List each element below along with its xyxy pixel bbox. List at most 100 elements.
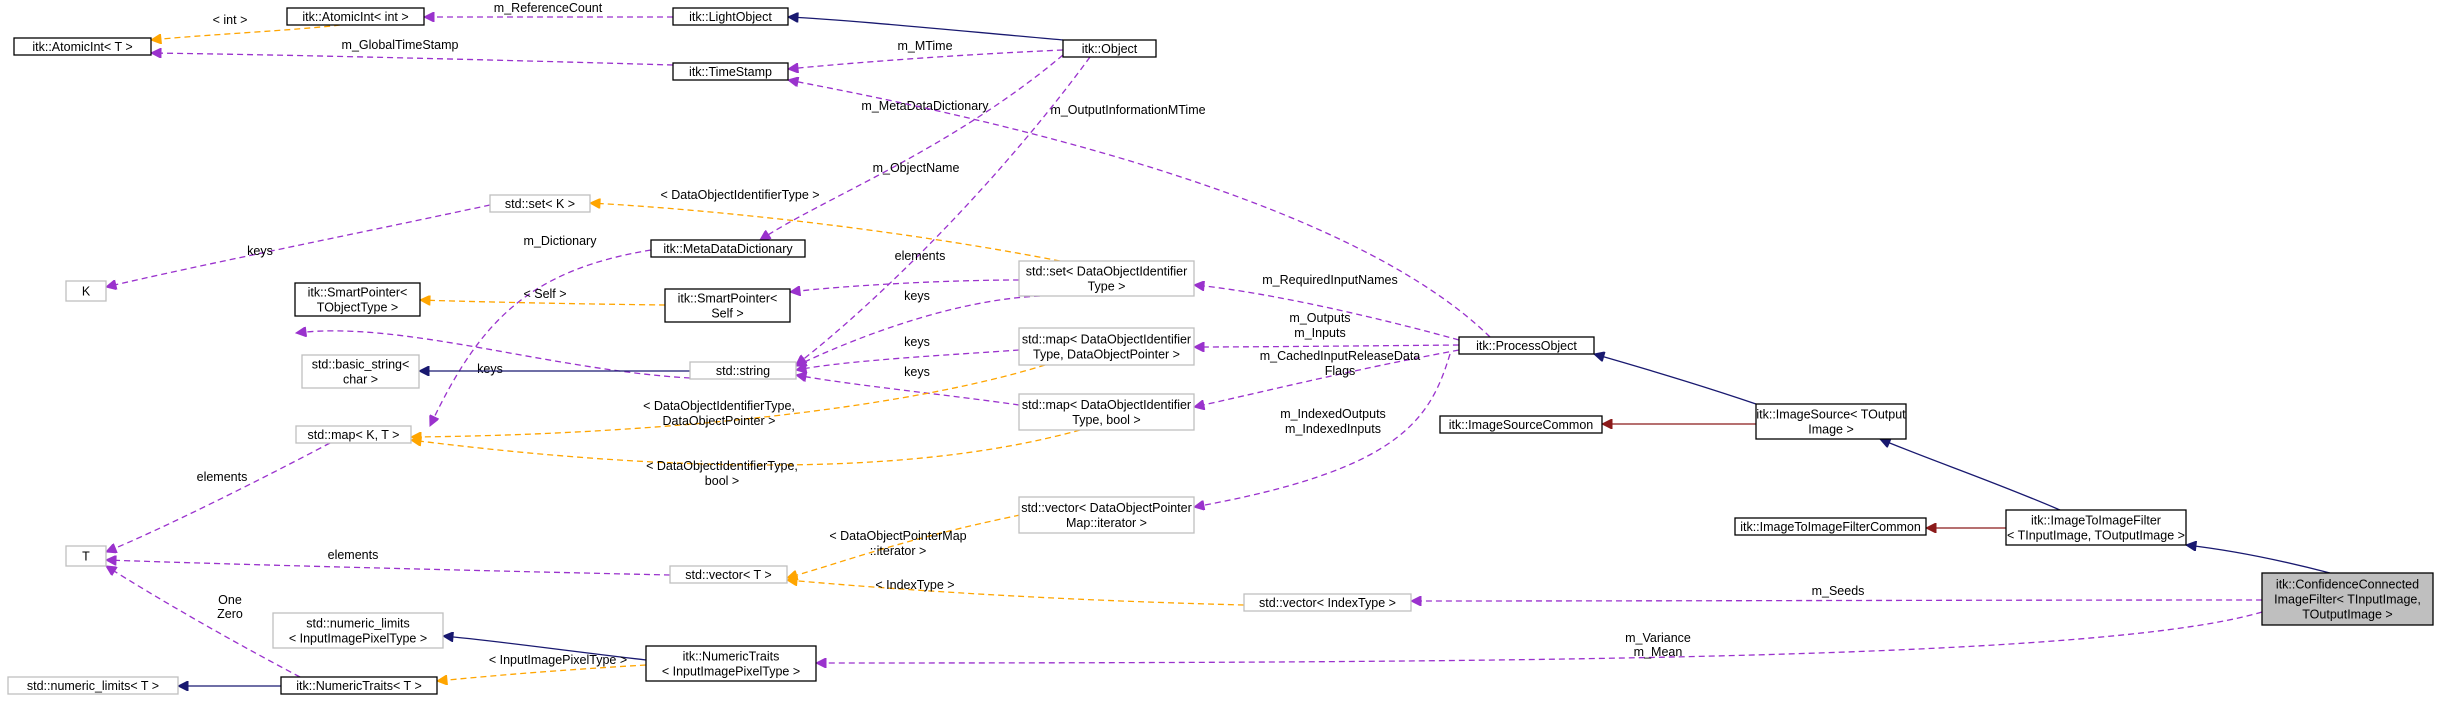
node-label: itk::SmartPointer< — [678, 292, 778, 306]
node-box — [1018, 496, 1195, 534]
edge-e-keys3: keys — [796, 365, 1020, 406]
node-label: < TInputImage, TOutputImage > — [2007, 529, 2185, 543]
node-label: Type, bool > — [1072, 413, 1140, 427]
edge-e-keys2: keys — [796, 335, 1020, 370]
edge-line — [443, 636, 647, 661]
node-label: Type > — [1088, 280, 1126, 294]
edge-line — [796, 56, 1091, 365]
node-box — [7, 676, 179, 695]
node-vec-index: std::vector< IndexType > — [1243, 593, 1412, 612]
edge-line — [788, 80, 1491, 338]
edge-label: m_Seeds — [1812, 584, 1865, 598]
nodes-layer: itk::AtomicInt< int >itk::AtomicInt< T >… — [7, 7, 2434, 695]
node-sp-self[interactable]: itk::SmartPointer<Self > — [664, 288, 791, 323]
node-label: Map::iterator > — [1066, 516, 1147, 530]
node-label: std::set< K > — [505, 197, 575, 211]
edge-e-nl-nt — [443, 636, 647, 661]
edge-e-int: < int > — [151, 13, 341, 40]
node-label: itk::ProcessObject — [1476, 339, 1577, 353]
edge-line — [790, 279, 1020, 292]
node-image-source[interactable]: itk::ImageSource< TOutputImage > — [1755, 403, 1907, 440]
edge-label: m_RequiredInputNames — [1262, 273, 1398, 287]
node-vec-t: std::vector< T > — [669, 565, 788, 584]
edge-line — [430, 249, 652, 426]
edge-line — [411, 429, 1081, 466]
edge-line — [151, 24, 341, 40]
edge-e-seeds: m_Seeds — [1411, 584, 2263, 601]
node-map-doi-ptr: std::map< DataObjectIdentifierType, Data… — [1018, 327, 1195, 366]
node-box — [1458, 336, 1595, 355]
edge-label: < DataObjectIdentifierType > — [660, 188, 819, 202]
edge-e-refcount: m_ReferenceCount — [424, 1, 673, 17]
edge-e-reqinputs: m_RequiredInputNames — [1194, 273, 1460, 341]
edge-line — [2186, 545, 2331, 574]
node-i2i-common[interactable]: itk::ImageToImageFilterCommon — [1734, 517, 1927, 536]
node-process-object[interactable]: itk::ProcessObject — [1458, 336, 1595, 355]
edge-label: m_Mean — [1634, 645, 1683, 659]
node-box — [13, 37, 152, 56]
edge-label: Flags — [1325, 364, 1356, 378]
edge-label: ::iterator > — [870, 544, 927, 558]
node-box — [664, 288, 791, 323]
edge-line — [1194, 285, 1460, 341]
node-t: T — [65, 545, 107, 567]
node-box — [650, 239, 806, 258]
node-label: itk::Object — [1082, 42, 1138, 56]
node-atomic-int[interactable]: itk::AtomicInt< int > — [286, 7, 425, 26]
node-label: itk::ImageToImageFilterCommon — [1740, 520, 1921, 534]
node-label: std::set< DataObjectIdentifier — [1026, 265, 1188, 279]
node-num-traits-t[interactable]: itk::NumericTraits< T > — [280, 676, 438, 695]
edge-label: m_Outputs — [1289, 311, 1350, 325]
node-label: std::vector< T > — [685, 568, 771, 582]
node-label: std::map< K, T > — [308, 428, 400, 442]
edge-line — [787, 580, 1245, 606]
node-box — [65, 280, 107, 302]
edge-e-objname: m_ObjectName — [796, 56, 1091, 365]
edge-label: DataObjectPointer > — [663, 414, 776, 428]
edge-line — [1411, 600, 2263, 601]
edge-line — [296, 331, 691, 379]
node-box — [2005, 509, 2187, 546]
edge-e-doit-bool: < DataObjectIdentifierType,bool > — [411, 429, 1081, 488]
node-img-src-common[interactable]: itk::ImageSourceCommon — [1439, 415, 1603, 434]
node-box — [645, 645, 817, 682]
node-sp-tobject[interactable]: itk::SmartPointer<TObjectType > — [294, 282, 421, 317]
edge-label: < DataObjectIdentifierType, — [646, 459, 798, 473]
node-num-limits-t: std::numeric_limits< T > — [7, 676, 179, 695]
node-label: char > — [343, 373, 378, 387]
node-i2i-filter[interactable]: itk::ImageToImageFilter< TInputImage, TO… — [2005, 509, 2187, 546]
node-light-object[interactable]: itk::LightObject — [672, 7, 789, 26]
node-label: K — [82, 285, 91, 299]
node-label: itk::NumericTraits — [683, 650, 780, 664]
node-num-traits-ipt[interactable]: itk::NumericTraits< InputImagePixelType … — [645, 645, 817, 682]
edge-line — [1594, 354, 1757, 405]
node-timestamp[interactable]: itk::TimeStamp — [672, 62, 789, 81]
edge-label: m_CachedInputReleaseData — [1260, 349, 1421, 363]
node-metadatadict[interactable]: itk::MetaDataDictionary — [650, 239, 806, 258]
node-box — [1243, 593, 1412, 612]
edge-line — [106, 442, 331, 552]
node-label: std::string — [716, 364, 770, 378]
edge-label: m_IndexedOutputs — [1280, 407, 1386, 421]
node-label: std::map< DataObjectIdentifier — [1022, 333, 1191, 347]
node-label: < InputImagePixelType > — [662, 665, 800, 679]
edge-line — [796, 295, 1041, 366]
edge-e-ipt: < InputImagePixelType > — [437, 653, 647, 681]
node-object[interactable]: itk::Object — [1062, 39, 1157, 58]
node-std-set-k: std::set< K > — [489, 194, 591, 213]
node-label: itk::AtomicInt< int > — [302, 10, 408, 24]
edge-label: < int > — [213, 13, 248, 27]
edge-line — [1880, 439, 2061, 511]
node-atomic-t[interactable]: itk::AtomicInt< T > — [13, 37, 152, 56]
node-box — [295, 425, 412, 444]
edge-label: elements — [197, 470, 248, 484]
edge-e-elements-map: elements — [106, 442, 331, 552]
edge-label: < InputImagePixelType > — [489, 653, 627, 667]
node-basic-string: std::basic_string<char > — [301, 354, 420, 389]
edge-label: m_MetaDataDictionary — [861, 99, 989, 113]
edge-label: keys — [904, 365, 930, 379]
node-box — [1062, 39, 1157, 58]
